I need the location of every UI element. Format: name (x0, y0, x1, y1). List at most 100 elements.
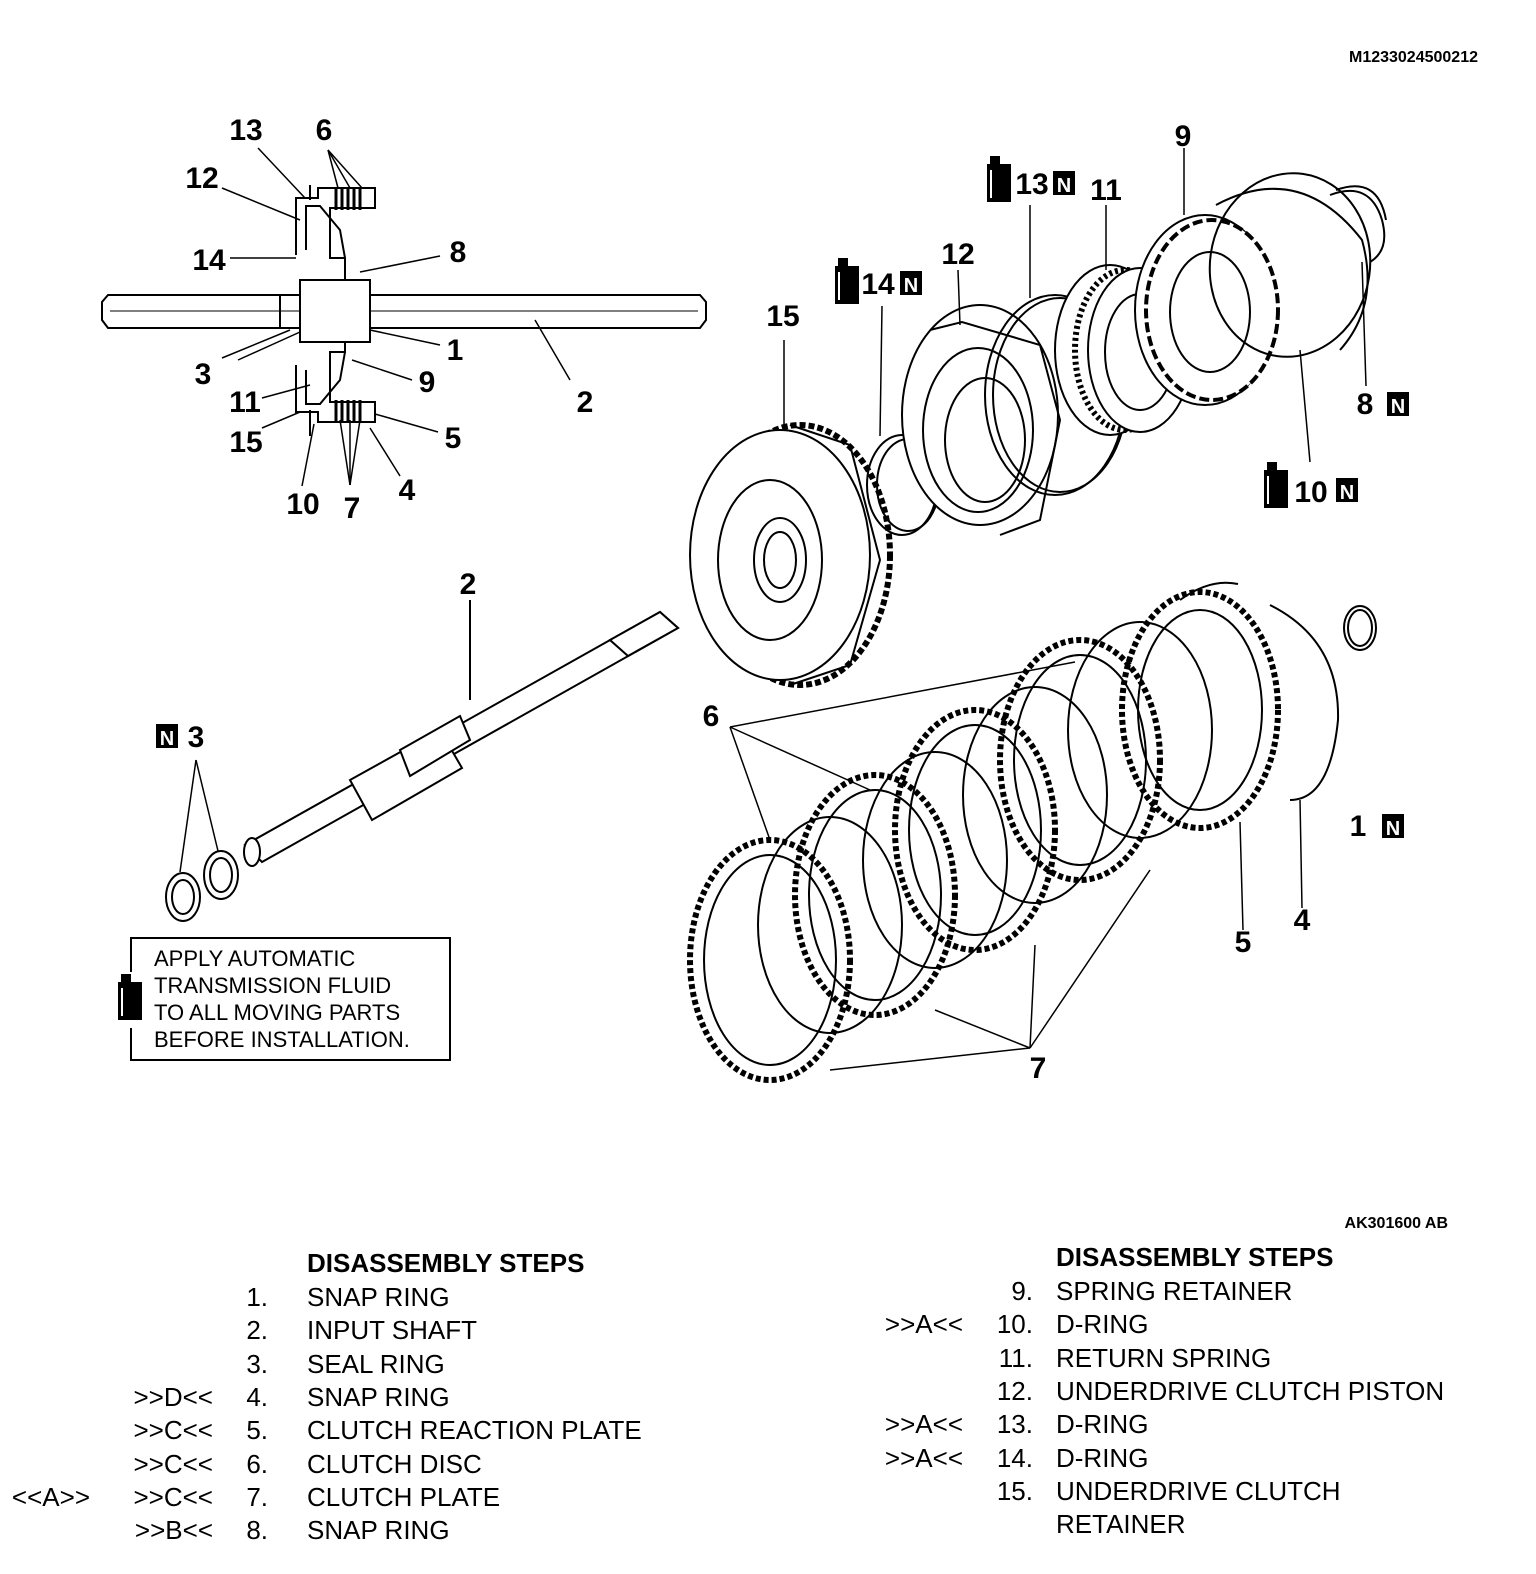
note-line-4: BEFORE INSTALLATION. (154, 1027, 410, 1052)
step-name: CLUTCH PLATE (307, 1481, 501, 1512)
step-name: RETURN SPRING (1056, 1342, 1272, 1373)
callout-4-exploded: 4 (1294, 904, 1311, 937)
callout-11: 11 (229, 386, 261, 419)
step-mark: >>C<< (133, 1448, 213, 1479)
step-name: SNAP RING (307, 1282, 450, 1312)
callout-12-exploded: 12 (941, 238, 974, 271)
callout-6-exploded: 6 (703, 700, 720, 733)
step-mark: >>C<< (133, 1481, 213, 1512)
step-number: 1. (246, 1282, 268, 1312)
callout-2-exploded: 2 (460, 568, 477, 601)
clutch-pack (687, 581, 1377, 1083)
callout-8-exploded: 8 (1357, 388, 1374, 421)
right-step-row: >>A<<14.D-RING (0, 1443, 1536, 1475)
callout-10-exploded: 10 (1294, 476, 1327, 509)
sectional-view (101, 147, 707, 487)
callout-13: 13 (229, 114, 262, 147)
snap-ring-8 (1329, 185, 1387, 387)
step-name: SNAP RING (307, 1381, 450, 1412)
step-mark: >>C<< (133, 1415, 213, 1446)
step-number: 7. (246, 1481, 268, 1512)
step-number: 9. (1011, 1276, 1033, 1306)
callout-14-exploded: 14 (861, 268, 895, 301)
step-pre-mark: <<A>> (11, 1481, 90, 1512)
left-step-row: 3. SEAL RING (0, 1349, 1536, 1381)
spring-retainer (1134, 148, 1280, 406)
step-number: 4. (246, 1381, 268, 1412)
n-badge-10: N (1340, 482, 1354, 504)
step-mark: >>A<< (884, 1309, 963, 1340)
step-name: CLUTCH DISC (307, 1448, 482, 1479)
callout-1-exploded: 1 (1350, 810, 1367, 843)
callout-15: 15 (229, 426, 262, 459)
right-step-row: 15. UNDERDRIVE CLUTCH (0, 1476, 1536, 1508)
step-mark: >>D<< (133, 1381, 213, 1412)
callout-4: 4 (399, 474, 416, 507)
step-number: 15. (996, 1475, 1033, 1506)
note-line-1: APPLY AUTOMATIC (154, 946, 355, 971)
step-name: SEAL RING (307, 1348, 445, 1379)
step-name: UNDERDRIVE CLUTCH PISTON (1056, 1375, 1445, 1406)
steps-title-right: DISASSEMBLY STEPS (1056, 1242, 1334, 1272)
callout-15-exploded: 15 (766, 300, 799, 333)
step-number: 6. (246, 1448, 268, 1479)
callout-10: 10 (286, 488, 319, 521)
step-number: 2. (246, 1315, 268, 1346)
left-step-row: <<A>> >>C<< 7. CLUTCH PLATE (0, 1482, 1536, 1514)
callout-2: 2 (577, 386, 594, 419)
step-name: UNDERDRIVE CLUTCH (1056, 1475, 1341, 1506)
steps-title-left: DISASSEMBLY STEPS (307, 1248, 585, 1278)
step-name: D-RING (1056, 1409, 1149, 1440)
figure-code: AK301600 AB (1345, 1215, 1448, 1232)
left-step-row: >>C<< 6. CLUTCH DISC (0, 1449, 1536, 1481)
callout-9-exploded: 9 (1175, 120, 1192, 153)
callout-5: 5 (445, 422, 462, 455)
underdrive-clutch-retainer (689, 340, 893, 688)
callout-1: 1 (447, 334, 464, 367)
callout-8: 8 (450, 236, 467, 269)
left-step-row: 2. INPUT SHAFT (0, 1315, 1536, 1347)
callout-5-exploded: 5 (1235, 926, 1252, 959)
n-badge-3: N (160, 728, 174, 750)
right-step-row: 11. RETURN SPRING (0, 1343, 1536, 1375)
callout-3-exploded: 3 (188, 721, 205, 754)
left-step-row: >>D<< 4. SNAP RING (0, 1382, 1536, 1414)
d-ring-10 (1208, 172, 1372, 463)
step-number: 5. (246, 1415, 268, 1446)
callout-13-exploded: 13 (1015, 168, 1048, 201)
step-mark: >>B<< (134, 1515, 213, 1546)
step-name: SPRING RETAINER (1056, 1276, 1293, 1306)
step-name: SNAP RING (307, 1515, 450, 1546)
right-step-row: RETAINER (0, 1509, 1536, 1541)
document-code: M1233024500212 (1349, 49, 1478, 66)
step-number: 13. (996, 1409, 1033, 1440)
note-box: APPLY AUTOMATIC TRANSMISSION FLUID TO AL… (110, 937, 451, 1061)
step-mark: >>A<< (884, 1409, 963, 1440)
right-step-row: 9. SPRING RETAINER (0, 1276, 1536, 1308)
n-badge-1: N (1386, 818, 1400, 840)
step-name: CLUTCH REACTION PLATE (307, 1415, 642, 1446)
underdrive-clutch-piston (901, 269, 1062, 536)
step-number: 3. (246, 1348, 268, 1379)
step-number: 11. (998, 1342, 1033, 1373)
right-step-row: >>A<<10.D-RING (0, 1309, 1536, 1341)
callout-6: 6 (316, 114, 333, 147)
step-number: 8. (246, 1515, 268, 1546)
step-number: 12. (996, 1375, 1033, 1406)
input-shaft (243, 600, 680, 867)
note-line-2: TRANSMISSION FLUID (154, 973, 391, 998)
step-name: D-RING (1056, 1442, 1149, 1473)
callout-3: 3 (195, 358, 212, 391)
step-name: INPUT SHAFT (307, 1315, 477, 1346)
callout-11-exploded: 11 (1090, 174, 1122, 207)
callout-7-exploded: 7 (1030, 1052, 1047, 1085)
right-step-row: 12. UNDERDRIVE CLUTCH PISTON (0, 1376, 1536, 1408)
n-badge-8: N (1391, 396, 1405, 418)
step-number: 14. (996, 1442, 1033, 1473)
step-number: 10. (996, 1309, 1033, 1340)
left-step-row: >>C<< 5. CLUTCH REACTION PLATE (0, 1415, 1536, 1447)
right-step-row: >>A<< 13. D-RING (0, 1409, 1536, 1441)
left-step-row: 1. SNAP RING (0, 1282, 1536, 1314)
step-name: RETAINER (1056, 1509, 1186, 1540)
